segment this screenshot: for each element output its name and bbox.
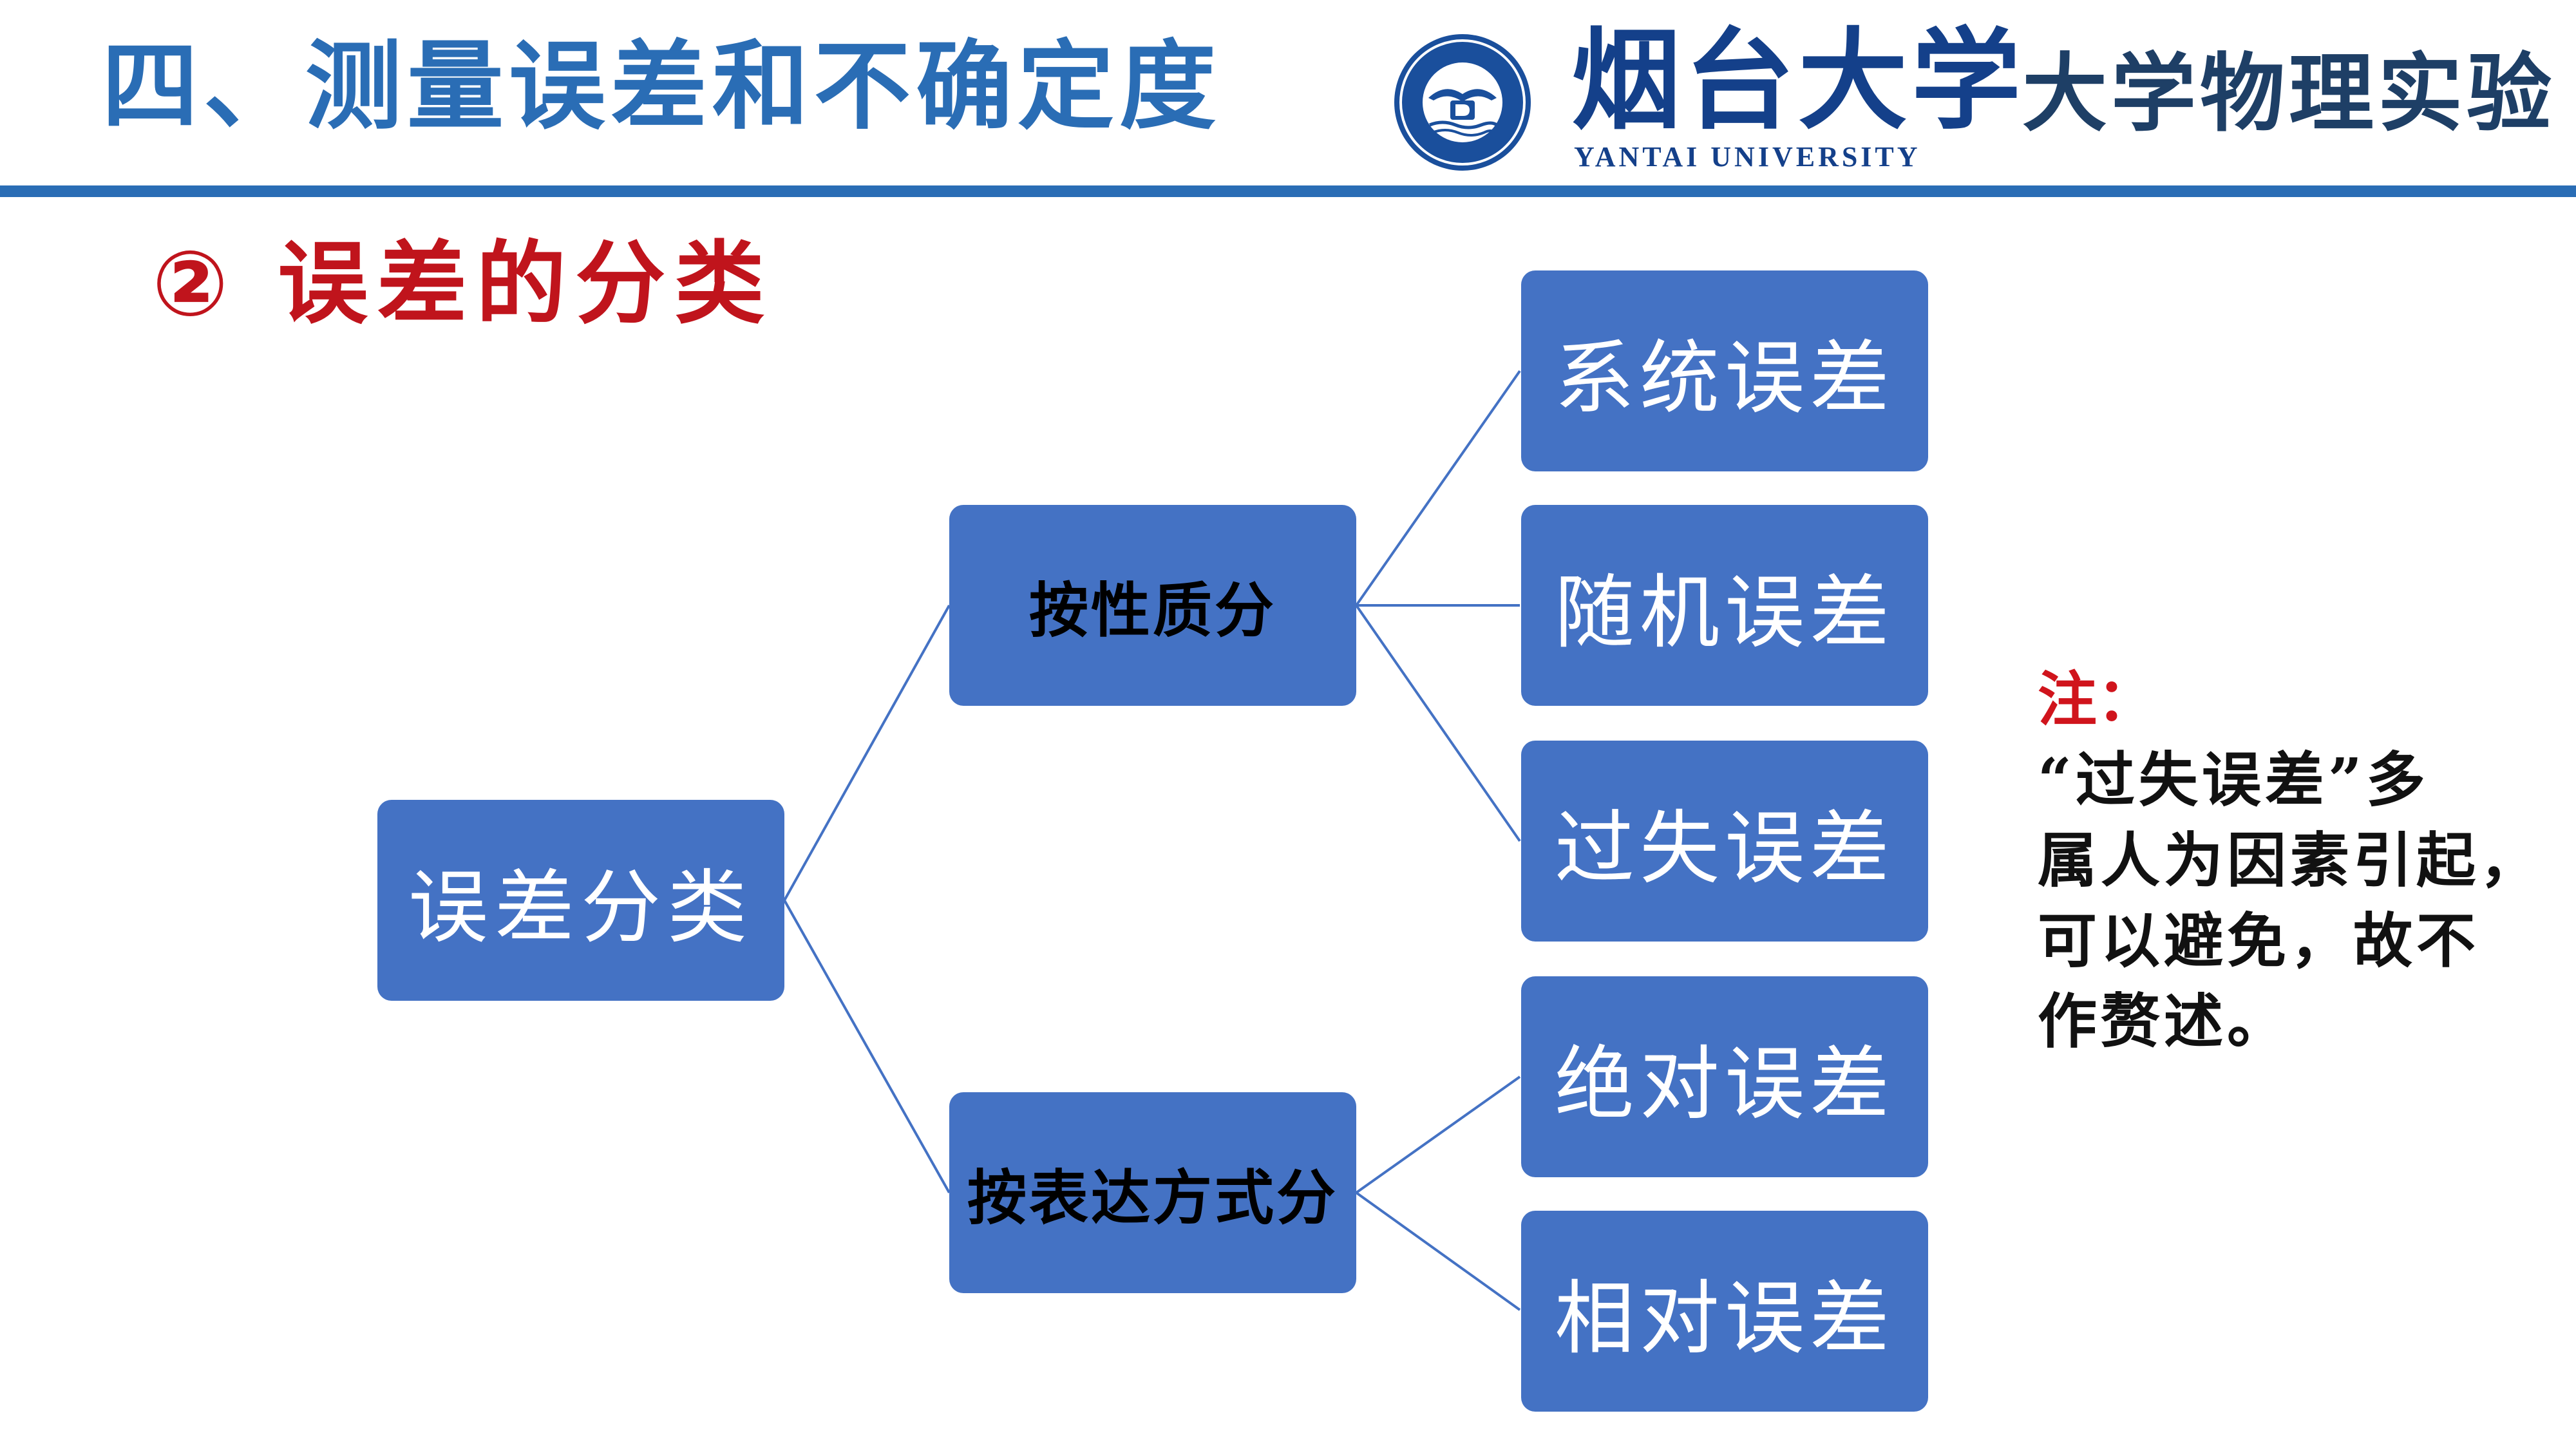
node-by-expression: 按表达方式分	[949, 1092, 1356, 1293]
node-label: 相对误差	[1554, 1273, 1895, 1365]
node-gross-error: 过失误差	[1521, 741, 1928, 942]
node-label: 绝对误差	[1554, 1038, 1895, 1131]
node-label: 系统误差	[1554, 332, 1895, 425]
connector-root-expression	[783, 900, 951, 1193]
university-name-cn: 烟台大学	[1571, 16, 2025, 145]
connector-expression-absolute	[1355, 1075, 1521, 1194]
university-name-en: YANTAI UNIVERSITY	[1574, 141, 1921, 173]
section-title: ② 误差的分类	[152, 232, 774, 337]
university-seal-icon	[1394, 34, 1531, 171]
node-label: 按表达方式分	[967, 1162, 1338, 1233]
node-label: 误差分类	[408, 862, 753, 954]
node-relative-error: 相对误差	[1521, 1211, 1928, 1412]
node-error-classification: 误差分类	[377, 800, 784, 1001]
course-name: 大学物理实验	[2022, 44, 2555, 144]
side-note: 注： “过失误差”多 属人为因素引起， 可以避免，故不 作赘述。	[2038, 659, 2553, 1063]
page-title: 四、测量误差和不确定度	[102, 31, 1222, 143]
note-label: 注：	[2038, 665, 2157, 734]
header-divider	[0, 185, 2576, 197]
note-text: “过失误差”多 属人为因素引起， 可以避免，故不 作赘述。	[2038, 745, 2543, 1057]
node-label: 过失误差	[1554, 802, 1895, 895]
node-label: 随机误差	[1554, 567, 1895, 659]
connector-nature-gross	[1355, 604, 1521, 842]
connector-nature-systematic	[1355, 370, 1521, 607]
node-by-nature: 按性质分	[949, 505, 1356, 706]
node-label: 按性质分	[1028, 575, 1276, 645]
node-systematic-error: 系统误差	[1521, 270, 1928, 471]
connector-root-nature	[783, 605, 951, 901]
node-random-error: 随机误差	[1521, 505, 1928, 706]
connector-expression-relative	[1355, 1191, 1521, 1311]
node-absolute-error: 绝对误差	[1521, 976, 1928, 1177]
